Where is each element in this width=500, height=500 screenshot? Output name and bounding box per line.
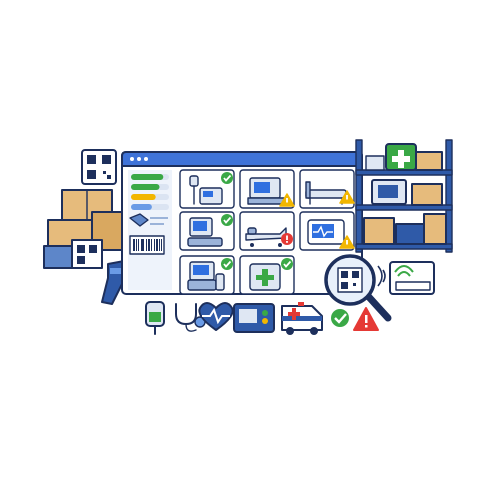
iv-pump-icon [189,175,223,205]
equipment-card[interactable] [299,169,355,209]
progress-bar [131,204,152,210]
ambulance-icon [281,302,323,335]
rfid-tag-icon [377,261,435,295]
equipment-card[interactable] [179,211,235,251]
first-aid-kit-icon [249,263,281,291]
stretcher-icon [245,227,287,247]
ultrasound-machine-icon [187,261,225,291]
hospital-bed-icon [305,181,347,205]
equipment-card[interactable] [179,169,235,209]
window-dot [144,157,148,161]
status-ok-icon [281,258,293,270]
status-ok-icon [221,258,233,270]
equipment-card[interactable] [299,211,355,251]
equipment-card[interactable] [179,255,235,295]
storage-shelf [355,139,453,253]
cardboard-boxes [43,189,135,269]
progress-bar [131,174,164,180]
iv-bag-icon [145,301,165,335]
status-warning-icon [339,235,355,249]
heartbeat-icon [198,302,234,331]
status-ok-icon [221,172,233,184]
monitor-device-icon [233,303,275,333]
progress-bar [131,194,156,200]
window-dot [137,157,141,161]
equipment-card[interactable] [239,211,295,251]
magnifier-qr-icon [324,254,392,322]
progress-bar [131,184,160,190]
status-ok-icon [221,214,233,226]
ventilator-icon [187,217,223,247]
barcode-icon [129,235,165,255]
alert-icon [353,307,379,331]
window-dot [130,157,134,161]
dashboard-window [121,151,363,295]
status-warning-icon [279,193,295,207]
defibrillator-icon [307,219,345,245]
equipment-card[interactable] [239,255,295,295]
patient-monitor-icon [247,177,285,205]
qr-code-icon [81,149,117,185]
status-error-icon [281,233,293,245]
tag-icon [129,213,168,227]
equipment-card[interactable] [239,169,295,209]
status-warning-icon [339,190,355,204]
check-icon [331,309,349,327]
